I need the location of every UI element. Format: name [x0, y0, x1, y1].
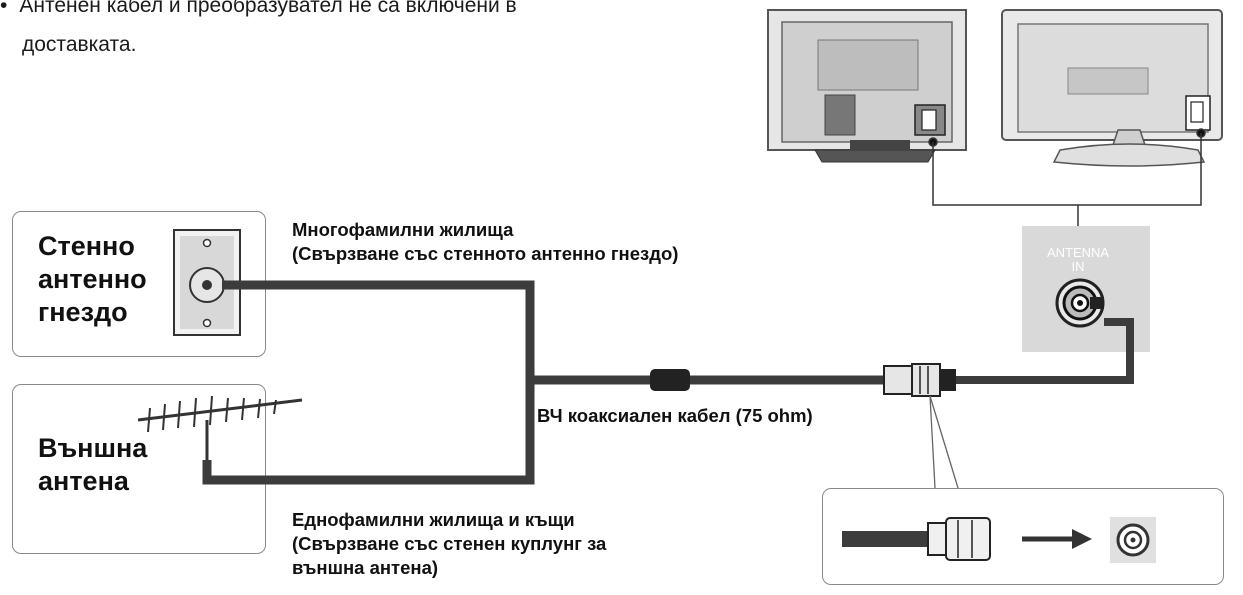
- detail-callout-lines: [929, 395, 959, 489]
- single-family-caption: Еднофамилни жилища и къщи (Свързване със…: [292, 509, 607, 578]
- antenna-jack-label-1: ANTENNA: [1047, 245, 1109, 260]
- note-line-1: • Антенен кабел и преобразувател не са вк…: [0, 0, 517, 20]
- note-bullet: •: [0, 0, 8, 17]
- tv-cable-link: [928, 128, 1206, 226]
- outdoor-antenna-box: [12, 384, 266, 554]
- coax-plug: [883, 363, 956, 397]
- outdoor-antenna-label: Външна антена: [38, 433, 148, 496]
- note-line-2: доставката.: [22, 33, 137, 56]
- connector-detail: [842, 517, 1156, 563]
- antenna-jack-label-2: IN: [1072, 259, 1085, 274]
- wall-socket-label: Стенно антенно гнездо: [38, 231, 147, 327]
- ferrite-bead: [650, 369, 690, 391]
- lcd-tv-rear: [1001, 9, 1223, 167]
- coax-cable-label: ВЧ коаксиален кабел (75 ohm): [537, 405, 813, 426]
- coax-cables: [202, 280, 1134, 485]
- outdoor-antenna-icon: [137, 395, 303, 460]
- note-text-1: Антенен кабел и преобразувател не са вкл…: [19, 0, 517, 17]
- plasma-tv-rear: [767, 9, 967, 163]
- multi-family-caption: Многофамилни жилища (Свързване със стенн…: [292, 219, 679, 264]
